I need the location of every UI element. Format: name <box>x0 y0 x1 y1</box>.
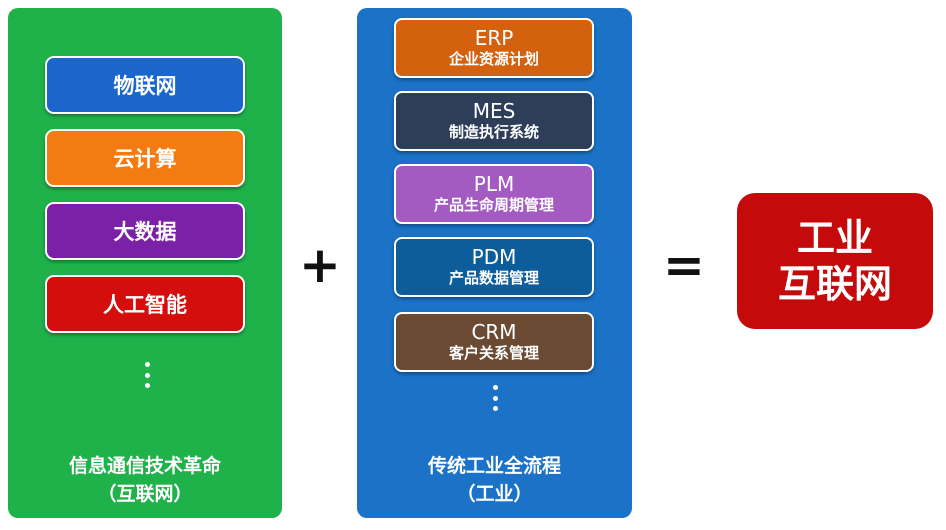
left-panel: 物联网 云计算 大数据 人工智能 信息通信技术革命 （互联网） <box>8 8 282 518</box>
box-ai-label: 人工智能 <box>103 293 187 317</box>
box-mes: MES 制造执行系统 <box>394 91 594 151</box>
box-erp-abbr: ERP <box>474 26 514 50</box>
middle-caption-line1: 传统工业全流程 <box>427 455 561 477</box>
box-erp-full: 企业资源计划 <box>448 50 539 68</box>
equals-operator: = <box>663 236 705 294</box>
middle-panel: ERP 企业资源计划 MES 制造执行系统 PLM 产品生命周期管理 PDM 产… <box>357 8 632 518</box>
box-cloud-computing-label: 云计算 <box>113 147 177 171</box>
box-mes-abbr: MES <box>472 99 516 123</box>
middle-caption-line2: （工业） <box>456 483 533 505</box>
left-caption: 信息通信技术革命 （互联网） <box>8 452 282 508</box>
result-line2: 互联网 <box>777 262 892 306</box>
box-iot-label: 物联网 <box>113 74 177 98</box>
left-ellipsis-icon <box>144 362 150 388</box>
box-pdm-full: 产品数据管理 <box>448 269 539 287</box>
box-ai: 人工智能 <box>45 275 245 333</box>
box-plm-full: 产品生命周期管理 <box>433 196 554 214</box>
result-line1: 工业 <box>796 216 873 260</box>
middle-ellipsis-icon <box>492 385 498 411</box>
box-plm: PLM 产品生命周期管理 <box>394 164 594 224</box>
box-pdm: PDM 产品数据管理 <box>394 237 594 297</box>
box-crm-abbr: CRM <box>471 320 517 344</box>
box-big-data: 大数据 <box>45 202 245 260</box>
plus-operator: + <box>299 236 341 294</box>
box-pdm-abbr: PDM <box>471 245 517 269</box>
box-mes-full: 制造执行系统 <box>448 123 539 141</box>
middle-caption: 传统工业全流程 （工业） <box>357 452 632 508</box>
box-big-data-label: 大数据 <box>113 220 177 244</box>
box-cloud-computing: 云计算 <box>45 129 245 187</box>
box-crm: CRM 客户关系管理 <box>394 312 594 372</box>
left-caption-line1: 信息通信技术革命 <box>68 455 221 477</box>
box-crm-full: 客户关系管理 <box>448 344 539 362</box>
box-iot: 物联网 <box>45 56 245 114</box>
result-box: 工业 互联网 <box>737 193 933 329</box>
box-plm-abbr: PLM <box>473 172 515 196</box>
left-caption-line2: （互联网） <box>97 483 193 505</box>
box-erp: ERP 企业资源计划 <box>394 18 594 78</box>
